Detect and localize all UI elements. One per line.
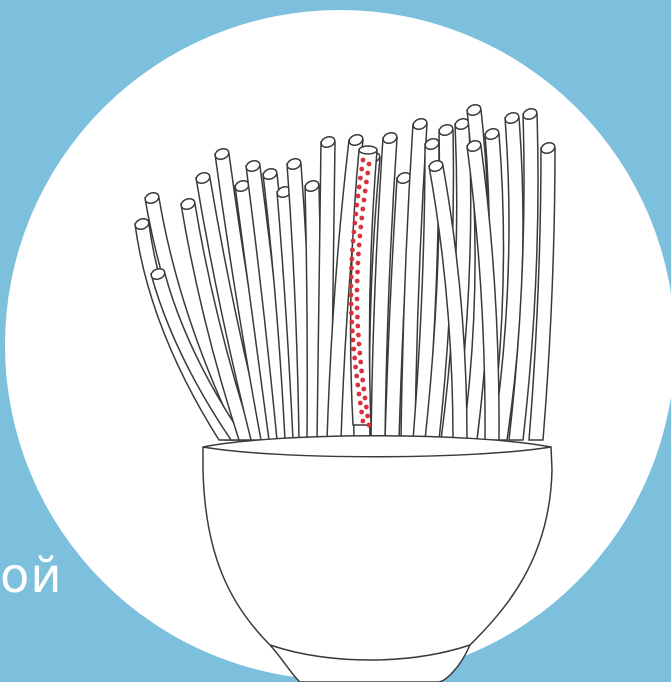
red-dot bbox=[355, 315, 360, 320]
red-dot bbox=[353, 365, 358, 370]
red-dot bbox=[353, 212, 358, 217]
red-dot bbox=[357, 392, 362, 397]
red-dot bbox=[358, 360, 363, 365]
red-dot bbox=[355, 288, 360, 293]
red-dot bbox=[349, 266, 354, 271]
red-dot bbox=[349, 275, 354, 280]
red-dot bbox=[357, 351, 362, 356]
red-dot bbox=[359, 167, 364, 172]
red-dot bbox=[362, 198, 367, 203]
red-dot bbox=[349, 302, 354, 307]
red-dot bbox=[363, 189, 368, 194]
red-dot bbox=[354, 203, 359, 208]
highlighted-tube-opening bbox=[359, 146, 377, 154]
red-dot bbox=[364, 405, 369, 410]
red-dot bbox=[351, 338, 356, 343]
red-dot bbox=[360, 207, 365, 212]
red-dot bbox=[365, 171, 370, 176]
red-dot bbox=[357, 342, 362, 347]
red-dot bbox=[352, 221, 357, 226]
red-dot bbox=[355, 324, 360, 329]
red-dot bbox=[354, 374, 359, 379]
red-dot bbox=[357, 243, 362, 248]
red-dot bbox=[350, 257, 355, 262]
red-dot bbox=[349, 284, 354, 289]
red-dot bbox=[365, 414, 370, 419]
red-dot bbox=[359, 369, 364, 374]
red-dot bbox=[358, 225, 363, 230]
red-dot bbox=[364, 180, 369, 185]
red-dot bbox=[367, 162, 372, 167]
red-dot bbox=[360, 378, 365, 383]
red-dot bbox=[356, 252, 361, 257]
red-dot bbox=[349, 311, 354, 316]
red-dot bbox=[355, 270, 360, 275]
red-dot bbox=[358, 401, 363, 406]
red-dot bbox=[350, 248, 355, 253]
red-dot bbox=[359, 410, 364, 415]
red-dot bbox=[363, 396, 368, 401]
red-dot bbox=[356, 333, 361, 338]
red-dot bbox=[361, 387, 366, 392]
red-dot bbox=[356, 261, 361, 266]
red-dot bbox=[350, 329, 355, 334]
red-dot bbox=[352, 356, 357, 361]
red-dot bbox=[351, 347, 356, 352]
red-dot bbox=[357, 185, 362, 190]
red-dot bbox=[355, 306, 360, 311]
red-dot bbox=[361, 158, 366, 163]
red-dot bbox=[359, 216, 364, 221]
red-dot bbox=[349, 293, 354, 298]
red-dot bbox=[349, 320, 354, 325]
red-dot bbox=[358, 234, 363, 239]
red-dot bbox=[361, 419, 366, 424]
red-dot bbox=[355, 383, 360, 388]
red-dot bbox=[351, 239, 356, 244]
red-dot bbox=[352, 230, 357, 235]
red-dot bbox=[356, 194, 361, 199]
red-dot bbox=[367, 423, 372, 428]
red-dot bbox=[358, 176, 363, 181]
caption-text: ой bbox=[0, 552, 63, 600]
red-dot bbox=[355, 279, 360, 284]
red-dot bbox=[355, 297, 360, 302]
